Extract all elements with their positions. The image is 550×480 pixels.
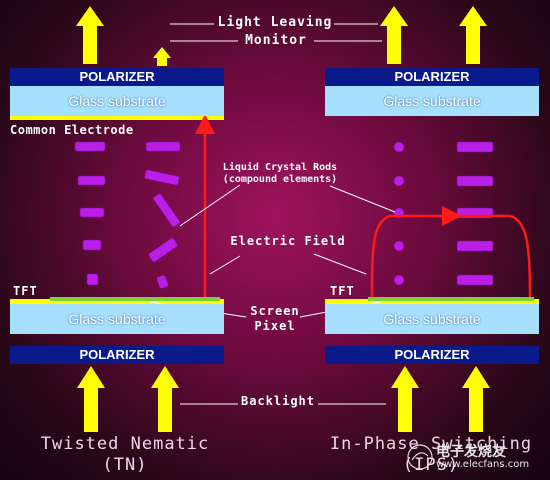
tft-green-right [368,297,534,301]
tft-green-left [50,297,220,301]
ips-top-glass-substrate: Glass substrate [325,86,539,116]
tn-title-line2: (TN) [102,455,148,475]
common-electrode [10,116,224,120]
light-leaving-label: Light Leaving [217,15,333,30]
up-arrow-icon [462,366,490,432]
backlight-label: Backlight [240,394,316,408]
watermark-brand: 电子发烧友 [436,444,506,460]
liquid-crystal-rods-line1: Liquid Crystal Rods [222,162,338,173]
electric-field-line-icon [370,206,462,299]
liquid-crystal-rod-icon [77,175,106,186]
electric-field-line-icon [452,214,532,299]
watermark-logo-icon [407,444,433,470]
light-leaving-arrows [76,6,487,66]
up-arrow-icon [391,366,419,432]
ips-bottom-glass-substrate: Glass substrate [325,304,539,334]
tft-label-right: TFT [330,284,355,298]
liquid-crystal-rod-icon [148,237,178,263]
tft-label-left: TFT [13,284,38,298]
liquid-crystal-rod-icon [153,193,181,228]
liquid-crystal-rod-icon [74,141,106,152]
liquid-crystal-rod-icon [144,169,180,186]
liquid-crystal-rod-icon [456,141,494,153]
tn-top-glass-substrate: Glass substrate [10,86,224,116]
tft-electrode-right [325,299,539,304]
screen-label: Screen [250,304,300,318]
liquid-crystal-rod-icon [456,274,494,286]
liquid-crystal-rods-line2: (compound elements) [222,174,338,185]
backlight-arrows [77,366,490,432]
tn-bottom-glass-substrate: Glass substrate [10,304,224,334]
ips-top-polarizer: POLARIZER [325,68,539,86]
liquid-crystal-rod-icon [79,207,105,218]
liquid-crystal-rod-icon [456,175,494,187]
up-arrow-icon [151,366,179,432]
liquid-crystal-rod-icon [456,240,494,252]
ips-bottom-polarizer: POLARIZER [325,346,539,364]
up-arrow-icon [76,6,104,64]
tft-electrode-left [10,299,224,304]
monitor-label: Monitor [245,33,307,48]
tn-title-line1: Twisted Nematic [40,434,210,454]
up-arrow-icon [459,6,487,64]
pixel-label: Pixel [254,319,296,333]
liquid-crystal-rod-icon [156,274,169,289]
liquid-crystal-rod-icon [393,141,405,153]
liquid-crystal-rod-icon [393,175,405,187]
liquid-crystal-rods-label: Liquid Crystal Rods (compound elements) [200,162,360,186]
ips-title-line1: In-Phase Switching [329,434,533,454]
ips-title-line2: (IPS) [402,455,460,475]
common-electrode-label: Common Electrode [10,123,134,137]
liquid-crystal-rod-icon [82,239,102,251]
liquid-crystal-rod-icon [393,274,405,286]
up-arrow-icon [153,47,171,66]
tn-top-polarizer: POLARIZER [10,68,224,86]
tn-title: Twisted Nematic (TN) [10,434,240,476]
liquid-crystal-rod-icon [145,141,181,152]
up-arrow-icon [380,6,408,64]
ips-title: In-Phase Switching (IPS) [316,434,546,476]
watermark-url: www.elecfans.com [436,459,530,470]
ips-liquid-crystals [393,141,494,286]
electric-field-label: Electric Field [230,234,346,248]
tn-bottom-polarizer: POLARIZER [10,346,224,364]
tn-liquid-crystals [74,141,181,289]
up-arrow-icon [77,366,105,432]
liquid-crystal-rod-icon [86,273,99,286]
liquid-crystal-rod-icon [393,240,405,252]
